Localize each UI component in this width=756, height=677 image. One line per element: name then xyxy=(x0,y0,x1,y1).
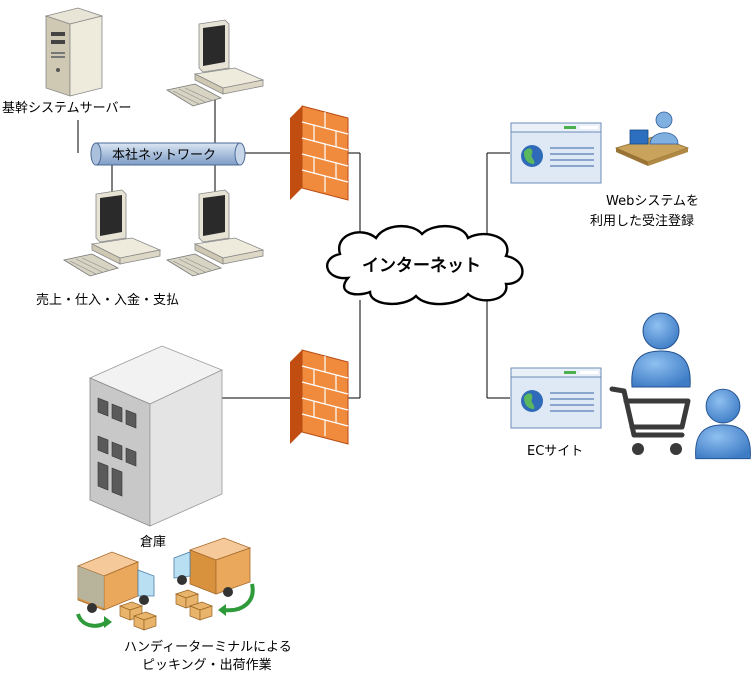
network-pipe-icon xyxy=(90,142,246,166)
firewall-icon xyxy=(290,349,349,445)
shopping-cart-icon xyxy=(609,386,691,455)
delivery-truck-icon xyxy=(76,551,158,631)
web-application-icon xyxy=(510,367,602,429)
web-application-icon xyxy=(510,122,602,184)
web-label-line1: Webシステムを xyxy=(606,194,699,209)
server-label: 基幹システムサーバー xyxy=(2,101,132,116)
handy-terminal-label-line1: ハンディーターミナルによる xyxy=(124,640,292,655)
customer-icon xyxy=(631,312,691,388)
person-at-desk-icon xyxy=(614,111,690,166)
office-label: 売上・仕入・入金・支払 xyxy=(36,293,180,308)
firewall-icon xyxy=(290,105,349,201)
internet-label: インターネット xyxy=(362,256,481,276)
network-label: 本社ネットワーク xyxy=(112,148,217,163)
desktop-pc-icon xyxy=(165,189,265,277)
warehouse-building-icon xyxy=(89,345,224,527)
warehouse-label: 倉庫 xyxy=(140,535,167,550)
customer-icon xyxy=(695,388,751,460)
delivery-truck-icon xyxy=(173,537,255,621)
web-label-line2: 利用した受注登録 xyxy=(590,214,695,229)
desktop-pc-icon xyxy=(165,19,265,107)
internet-cloud-icon xyxy=(326,225,524,306)
handy-terminal-label-line2: ピッキング・出荷作業 xyxy=(142,658,272,673)
ec-site-label: ECサイト xyxy=(527,444,584,459)
desktop-pc-icon xyxy=(62,189,162,277)
server-icon xyxy=(44,7,104,97)
